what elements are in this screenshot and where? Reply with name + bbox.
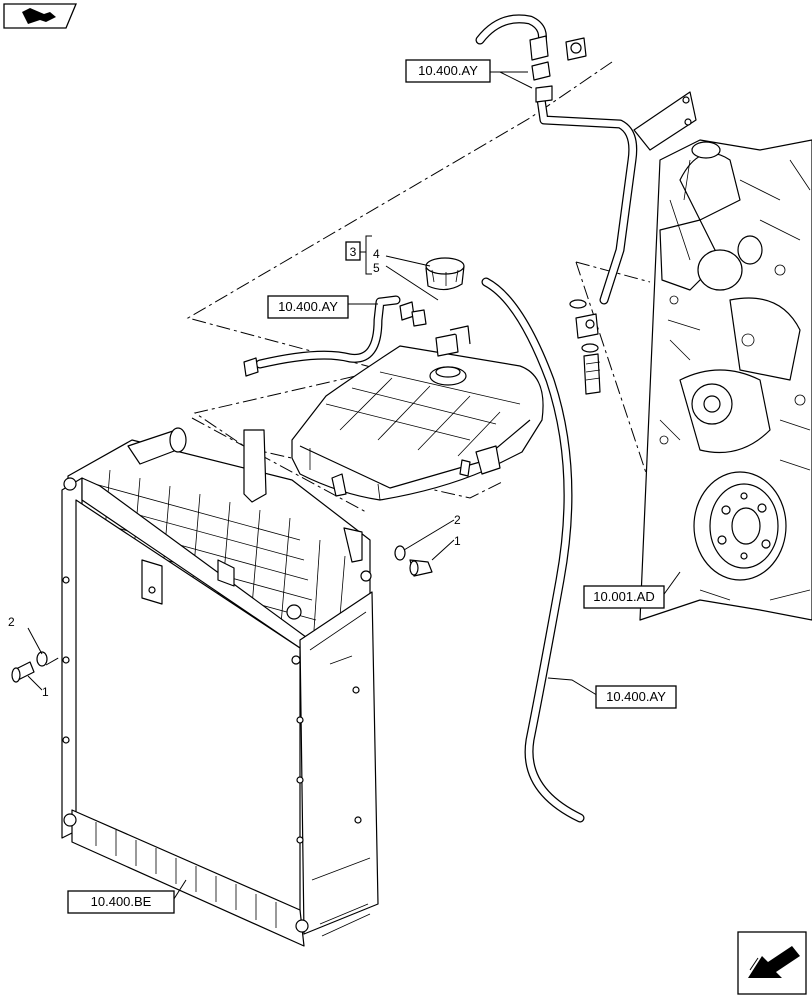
callout-leaders — [27, 71, 681, 903]
screw-washer-right — [394, 545, 433, 577]
expansion-tank — [291, 325, 544, 501]
ref-label-middle: 10.400.AY — [278, 299, 338, 314]
next-page-arrow-icon[interactable] — [737, 931, 807, 995]
screw-washer-left — [11, 651, 48, 683]
hose-fittings — [243, 35, 601, 395]
item-label-1-left: 1 — [42, 685, 49, 699]
ref-label-hose: 10.400.AY — [606, 689, 666, 704]
item-label-5: 5 — [373, 261, 380, 275]
ref-box-hose[interactable]: 10.400.AY — [595, 685, 677, 709]
ref-box-middle[interactable]: 10.400.AY — [267, 295, 349, 319]
ref-box-top[interactable]: 10.400.AY — [405, 59, 491, 83]
coolant-hoses — [255, 14, 638, 823]
item-label-2-left: 2 — [8, 615, 15, 629]
item-group-3: 3 4 5 — [345, 235, 380, 275]
ref-box-radiator[interactable]: 10.400.BE — [67, 890, 175, 914]
ref-label-radiator: 10.400.BE — [91, 894, 152, 909]
item-label-2-right: 2 — [454, 513, 461, 527]
group-label-3: 3 — [350, 245, 357, 259]
ref-box-engine[interactable]: 10.001.AD — [583, 585, 665, 609]
view-arrow-icon[interactable] — [3, 3, 77, 29]
engine-block — [633, 91, 812, 621]
ref-label-top: 10.400.AY — [418, 63, 478, 78]
radiator — [61, 427, 379, 947]
item-label-4: 4 — [373, 247, 380, 261]
filler-cap — [425, 257, 465, 291]
item-label-1-right: 1 — [454, 534, 461, 548]
ref-label-engine: 10.001.AD — [593, 589, 654, 604]
